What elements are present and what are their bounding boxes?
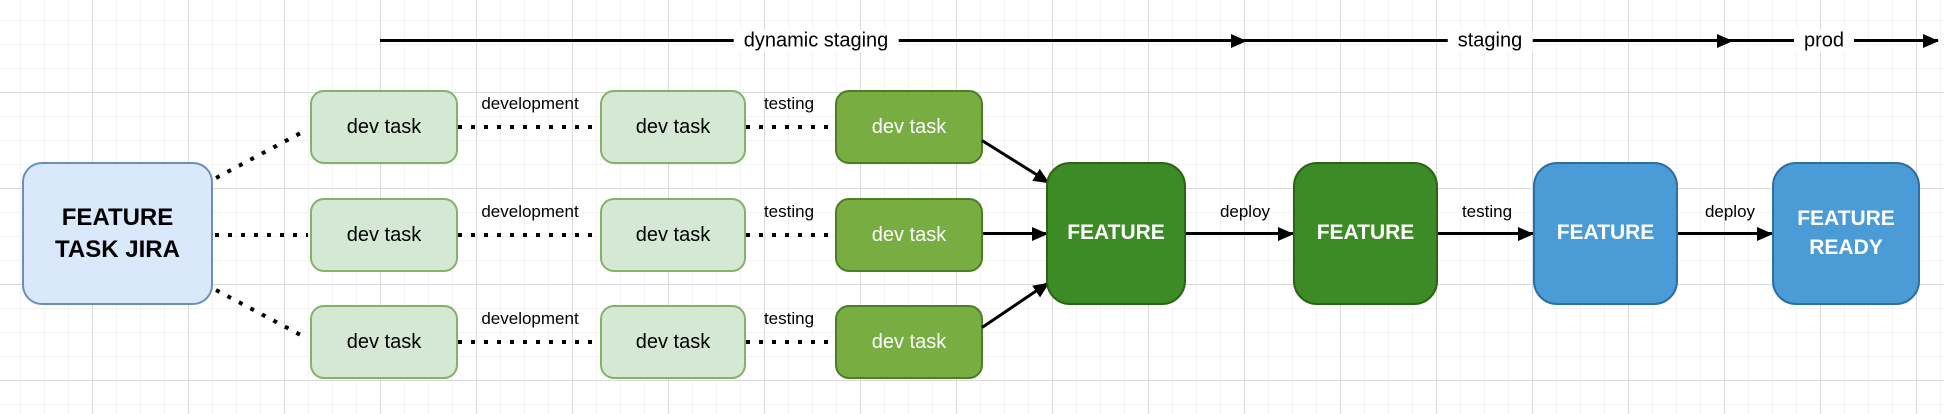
dev-task-label: dev task bbox=[635, 223, 711, 246]
feature-node-label: FEATURE bbox=[1556, 221, 1655, 245]
jira-node-label-line2: TASK JIRA bbox=[55, 235, 180, 263]
edge-testing[interactable] bbox=[746, 125, 835, 129]
feature-node-label: FEATURE bbox=[1067, 221, 1165, 245]
arrow-deploy-2[interactable] bbox=[1678, 232, 1772, 235]
edge-label-testing: testing bbox=[763, 202, 815, 221]
edge-testing[interactable] bbox=[746, 340, 835, 344]
dev-task-label: dev task bbox=[346, 330, 422, 353]
edge-label-testing: testing bbox=[763, 94, 815, 113]
edge-development[interactable] bbox=[458, 125, 600, 129]
dev-task-node[interactable]: dev task bbox=[310, 198, 458, 272]
edge-development[interactable] bbox=[458, 233, 600, 237]
connector-jira-to-row1[interactable] bbox=[215, 129, 306, 180]
arrow-row2-to-feature[interactable] bbox=[983, 232, 1047, 235]
feature-ready-label-line1: FEATURE bbox=[1797, 207, 1895, 231]
dev-task-label: dev task bbox=[346, 223, 422, 246]
arrow-row1-to-feature[interactable] bbox=[981, 139, 1050, 184]
feature-node-staging-green[interactable]: FEATURE bbox=[1293, 162, 1438, 305]
dev-task-label: dev task bbox=[871, 115, 947, 138]
dev-task-label: dev task bbox=[635, 330, 711, 353]
dev-task-node[interactable]: dev task bbox=[600, 90, 746, 164]
edge-label-deploy: deploy bbox=[1219, 202, 1271, 221]
dev-task-label: dev task bbox=[871, 223, 947, 246]
feature-task-jira-node[interactable]: FEATURE TASK JIRA bbox=[22, 162, 213, 305]
feature-node-staging-blue[interactable]: FEATURE bbox=[1533, 162, 1678, 305]
edge-label-development: development bbox=[481, 94, 579, 113]
stage-label-prod: prod bbox=[1793, 29, 1855, 53]
dev-task-label: dev task bbox=[635, 115, 711, 138]
dev-task-label: dev task bbox=[346, 115, 422, 138]
feature-ready-label-line2: READY bbox=[1809, 235, 1883, 259]
edge-label-development: development bbox=[481, 202, 579, 221]
jira-node-label-line1: FEATURE bbox=[61, 204, 174, 232]
connector-jira-to-row3[interactable] bbox=[215, 288, 306, 339]
stage-label-dynamic-staging: dynamic staging bbox=[733, 29, 899, 53]
arrow-testing[interactable] bbox=[1438, 232, 1533, 235]
edge-development[interactable] bbox=[458, 340, 600, 344]
edge-label-deploy: deploy bbox=[1704, 202, 1756, 221]
edge-label-testing: testing bbox=[763, 309, 815, 328]
connector-jira-to-row2[interactable] bbox=[215, 233, 308, 237]
arrow-deploy-1[interactable] bbox=[1186, 232, 1293, 235]
dev-task-node-active[interactable]: dev task bbox=[835, 198, 983, 272]
edge-label-testing: testing bbox=[1461, 202, 1513, 221]
feature-node-label: FEATURE bbox=[1316, 221, 1415, 245]
edge-testing[interactable] bbox=[746, 233, 835, 237]
dev-task-node[interactable]: dev task bbox=[600, 198, 746, 272]
dev-task-node-active[interactable]: dev task bbox=[835, 90, 983, 164]
dev-task-node[interactable]: dev task bbox=[600, 305, 746, 379]
stage-label-staging: staging bbox=[1447, 29, 1533, 53]
edge-label-development: development bbox=[481, 309, 579, 328]
dev-task-node[interactable]: dev task bbox=[310, 305, 458, 379]
dev-task-node[interactable]: dev task bbox=[310, 90, 458, 164]
feature-ready-node[interactable]: FEATURE READY bbox=[1772, 162, 1920, 305]
dev-task-label: dev task bbox=[871, 330, 947, 353]
dev-task-node-active[interactable]: dev task bbox=[835, 305, 983, 379]
feature-node-dynamic-staging[interactable]: FEATURE bbox=[1046, 162, 1186, 305]
arrow-row3-to-feature[interactable] bbox=[981, 281, 1050, 329]
